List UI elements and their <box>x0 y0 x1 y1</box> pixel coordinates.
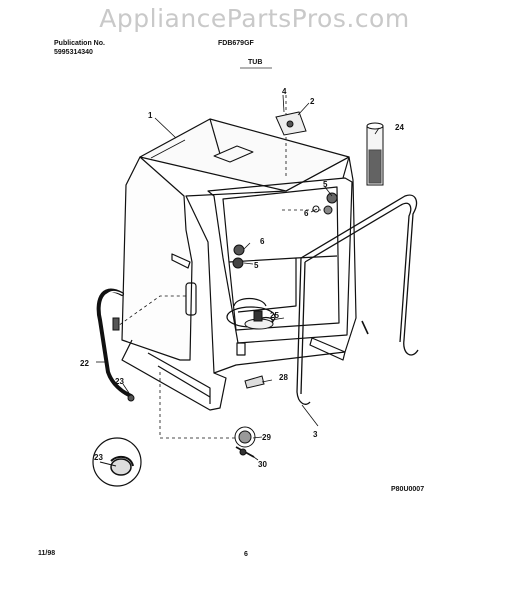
callout-30: 30 <box>258 460 267 469</box>
model-number: FDB679GF <box>218 40 254 47</box>
callout-leaders <box>96 94 380 461</box>
inset-detail <box>92 437 142 487</box>
footer-date: 11/98 <box>38 550 56 557</box>
clamp-part <box>112 317 135 402</box>
callout-24: 24 <box>395 123 404 132</box>
callout-5-upper: 5 <box>323 180 328 189</box>
tub-body <box>121 118 357 411</box>
callout-1: 1 <box>148 111 153 120</box>
callout-3: 3 <box>313 430 318 439</box>
callout-22: 22 <box>80 359 89 368</box>
callout-23-inset: 23 <box>94 453 103 462</box>
insulation-part <box>366 122 384 186</box>
callout-6-mid: 6 <box>260 237 265 246</box>
leader-lines <box>114 95 330 439</box>
callout-2: 2 <box>310 97 315 106</box>
hose-part <box>96 288 133 398</box>
section-title: TUB <box>248 59 263 66</box>
diagram-code: P80U0007 <box>391 486 425 493</box>
callout-29: 29 <box>262 433 271 442</box>
callout-6-upper: 6 <box>304 209 309 218</box>
publication-number: 5995314340 <box>54 49 93 56</box>
callout-23-clamp: 23 <box>115 377 124 386</box>
switch-part <box>234 426 256 458</box>
bracket-part <box>275 111 307 136</box>
callout-4: 4 <box>282 87 287 96</box>
float-part <box>244 310 274 330</box>
callout-28: 28 <box>279 373 288 382</box>
watermark: AppliancePartsPros.com <box>99 4 410 33</box>
fastener-parts <box>232 192 338 269</box>
page-number: 6 <box>244 551 248 558</box>
callout-25: 25 <box>270 311 279 320</box>
bracket-lower-part <box>244 375 265 389</box>
publication-label: Publication No. <box>54 40 105 47</box>
door-seal-part <box>296 194 419 405</box>
callout-5-mid: 5 <box>254 261 259 270</box>
